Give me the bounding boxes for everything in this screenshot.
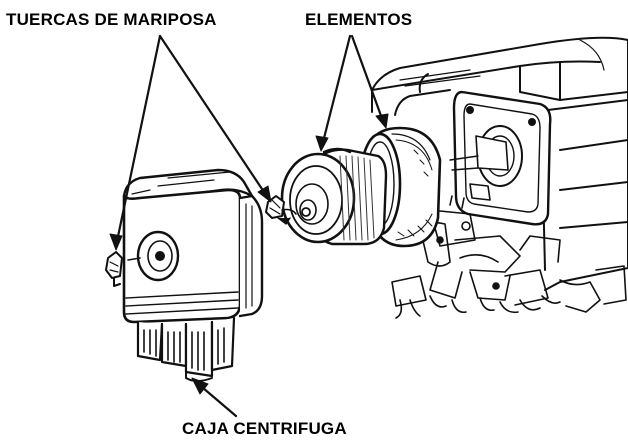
arrowhead-case xyxy=(191,377,209,395)
arrowhead-wing-nut-right xyxy=(257,185,272,203)
engine-lower-detail xyxy=(391,183,627,319)
mounting-plate xyxy=(449,90,552,226)
centrifugal-case xyxy=(105,168,264,382)
paper-element xyxy=(280,147,388,246)
arrowhead-element-foam xyxy=(375,113,389,129)
arrowhead-element-paper xyxy=(315,135,329,152)
label-elements: ELEMENTOS xyxy=(305,10,413,29)
leader-arrowheads xyxy=(109,113,389,395)
arrowhead-wing-nut-left xyxy=(109,233,123,251)
label-centrifugal-case: CAJA CENTRIFUGA xyxy=(182,419,347,438)
label-wing-nuts: TUERCAS DE MARIPOSA xyxy=(6,10,217,29)
